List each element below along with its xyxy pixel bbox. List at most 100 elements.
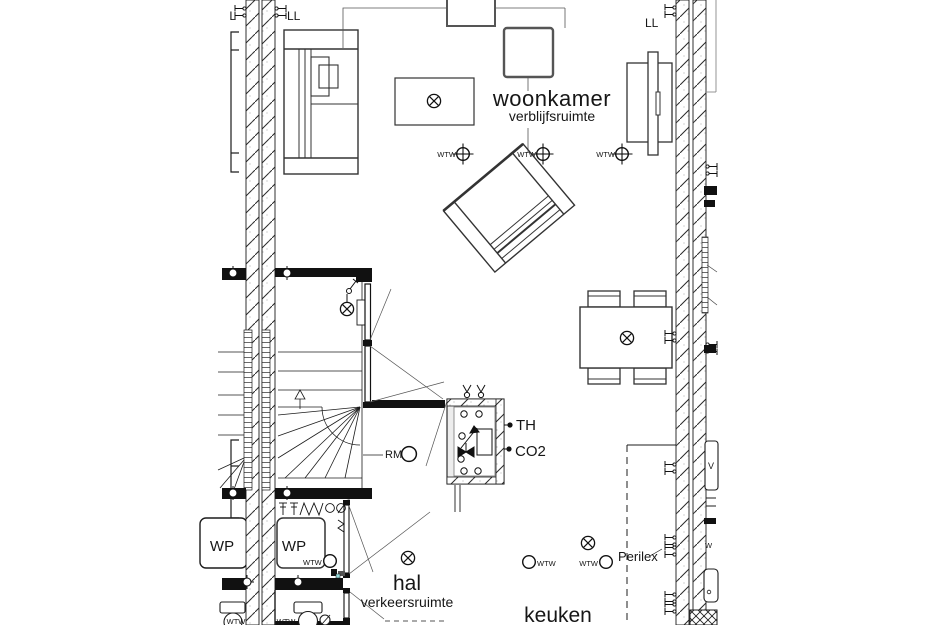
hal-south-wall bbox=[275, 578, 343, 590]
wtw-label: WTW bbox=[437, 150, 457, 159]
toilet-door bbox=[343, 588, 448, 625]
wtw-label: WTW bbox=[517, 150, 537, 159]
meter-cabinet-symbols bbox=[457, 410, 493, 475]
wtw-label: WTW bbox=[277, 617, 297, 625]
wtw-label: WTW bbox=[579, 559, 599, 568]
wtw-point-icon bbox=[599, 555, 614, 570]
chair bbox=[633, 367, 667, 385]
socket-icon bbox=[274, 4, 287, 20]
room-label-hal: hal bbox=[393, 572, 421, 595]
neighbour-unit-sliver bbox=[199, 31, 248, 625]
wtw-label: WTW bbox=[303, 558, 323, 567]
neighbour-stairs bbox=[217, 351, 245, 493]
socket-icon bbox=[664, 600, 677, 616]
socket-icon bbox=[664, 3, 677, 19]
wp-room bbox=[276, 499, 350, 579]
label-wp: WP bbox=[282, 538, 306, 555]
label-l: L bbox=[229, 9, 236, 23]
side-table-top bbox=[446, 0, 496, 27]
wall-end-post bbox=[356, 268, 372, 282]
stair-walkline-arc bbox=[321, 406, 361, 446]
wall-stub bbox=[222, 578, 246, 590]
wtw-point-icon bbox=[522, 555, 537, 570]
kitchen-layout bbox=[626, 444, 676, 625]
side-table bbox=[502, 26, 555, 79]
staircase bbox=[277, 351, 383, 479]
socket-icon bbox=[705, 162, 718, 178]
installation-symbols bbox=[279, 499, 350, 533]
stair-stringer-right bbox=[261, 329, 271, 491]
perilex-leader bbox=[649, 548, 663, 557]
doors bbox=[343, 282, 448, 625]
text-labels: L LL LL woonkamer verblijfsruimte WTW WT… bbox=[210, 9, 714, 625]
right-wall-tick-strip bbox=[701, 236, 709, 314]
vent-arrow-symbol bbox=[319, 614, 331, 625]
co2-leader-dot bbox=[506, 446, 512, 452]
door-swing bbox=[369, 345, 444, 400]
door-frame-block bbox=[363, 340, 372, 346]
label-v: V bbox=[708, 461, 714, 471]
wall-detail-line bbox=[706, 296, 718, 306]
ceiling-light-icon bbox=[426, 93, 442, 109]
wtw-device bbox=[331, 569, 345, 579]
tv-cabinet bbox=[626, 51, 673, 156]
stairs-south-wall bbox=[275, 488, 372, 499]
chair bbox=[633, 290, 667, 308]
wp-room-door bbox=[343, 500, 431, 578]
cabinet-door-swing bbox=[425, 400, 448, 467]
chair bbox=[587, 290, 621, 308]
coffee-table bbox=[394, 77, 475, 126]
label-th: TH bbox=[516, 417, 536, 434]
right-wall-fixtures bbox=[704, 186, 717, 524]
hal-north-wall bbox=[372, 400, 445, 408]
room-sublabel-hal: verkeersruimte bbox=[361, 594, 454, 610]
label-co2: CO2 bbox=[515, 443, 546, 460]
label-rm: RM bbox=[385, 449, 402, 461]
room-sublabel-woonkamer: verblijfsruimte bbox=[509, 108, 596, 124]
room-label-woonkamer: woonkamer bbox=[492, 86, 611, 111]
door-frame-block bbox=[363, 402, 372, 408]
wtw-label: WTW bbox=[596, 150, 616, 159]
label-ll: LL bbox=[287, 9, 301, 23]
sofa bbox=[283, 29, 359, 175]
wall-lamp-icon bbox=[462, 384, 486, 399]
armchair bbox=[442, 142, 576, 274]
label-wp-neighbour: WP bbox=[210, 538, 234, 555]
neighbour-sofa-outline bbox=[230, 31, 239, 173]
stair-direction-arrow bbox=[294, 389, 306, 409]
socket-icon bbox=[664, 460, 677, 476]
wall-detail-line bbox=[706, 264, 718, 273]
right-wall bbox=[675, 0, 719, 625]
ceiling-light-icon bbox=[619, 330, 635, 346]
switch-at-stairs bbox=[346, 278, 359, 302]
label-perilex: Perilex bbox=[618, 549, 658, 564]
smoke-detector-icon bbox=[400, 445, 418, 463]
ceiling-light-icon bbox=[400, 550, 416, 566]
wtw-label: WTW bbox=[227, 617, 247, 625]
wtw-label: WTW bbox=[537, 559, 557, 568]
stair-stringer-left bbox=[243, 329, 253, 491]
meter-cabinet bbox=[425, 384, 513, 512]
party-wall bbox=[243, 0, 276, 625]
door-leaf bbox=[364, 283, 372, 341]
heat-pump-box bbox=[276, 517, 326, 569]
corner-block bbox=[689, 609, 718, 625]
neighbour-toilet bbox=[219, 601, 246, 625]
door-leaf bbox=[364, 345, 372, 403]
door-swing bbox=[369, 288, 392, 341]
room-label-keuken: keuken bbox=[524, 604, 592, 625]
toilet bbox=[274, 590, 331, 625]
label-w: W bbox=[705, 541, 713, 550]
stair-post bbox=[356, 299, 366, 326]
stairs-north-wall bbox=[275, 268, 362, 277]
ceiling-light-icon bbox=[339, 301, 355, 317]
label-ll-right: LL bbox=[645, 16, 659, 30]
socket-icon bbox=[234, 4, 247, 20]
wtw-points bbox=[323, 554, 614, 570]
wtw-point-icon bbox=[323, 554, 338, 569]
th-leader-dot bbox=[507, 422, 513, 428]
neighbour-kitchen-sliver bbox=[689, 440, 719, 625]
door-swing bbox=[369, 381, 445, 403]
